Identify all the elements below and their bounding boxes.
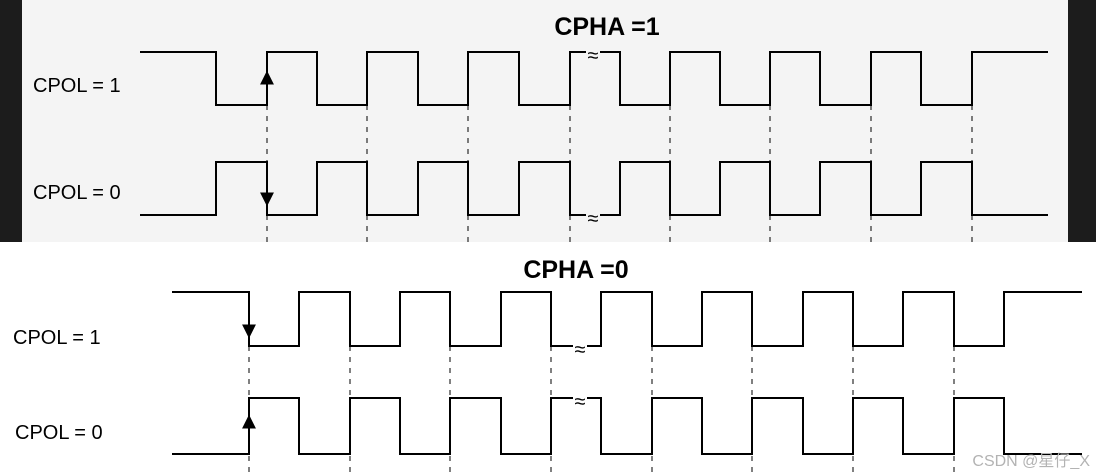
bottom-panel-title: CPHA =0 (523, 256, 628, 284)
bottom-break-gap-upper (573, 338, 587, 354)
bottom-break-mark-upper: ≈ (575, 339, 586, 361)
bottom-break-gap-lower (573, 390, 587, 406)
top-panel-background (22, 0, 1068, 242)
top-row2-label: CPOL = 0 (33, 182, 121, 204)
top-break-mark-upper: ≈ (588, 45, 599, 67)
bottom-panel: CPHA =0 CPOL = 1 CPOL = 0 ≈ ≈ (13, 256, 1082, 475)
top-break-mark-lower: ≈ (588, 208, 599, 230)
bottom-cpol0-waveform (172, 397, 1082, 455)
bottom-cpol1-waveform (172, 291, 1082, 347)
bottom-row1-label: CPOL = 1 (13, 327, 101, 349)
top-panel-title: CPHA =1 (554, 13, 659, 41)
watermark: CSDN @星仔_X (972, 452, 1090, 470)
bottom-break-mark-lower: ≈ (575, 391, 586, 413)
top-panel: CPHA =1 CPOL = 1 CPOL = 0 ≈ ≈ (0, 0, 1096, 242)
top-panel-frame-left (0, 0, 22, 242)
top-break-gap-lower (586, 207, 600, 223)
bottom-row2-label: CPOL = 0 (15, 422, 103, 444)
top-panel-frame-right (1068, 0, 1096, 242)
top-row1-label: CPOL = 1 (33, 75, 121, 97)
top-break-gap-upper (586, 44, 600, 60)
